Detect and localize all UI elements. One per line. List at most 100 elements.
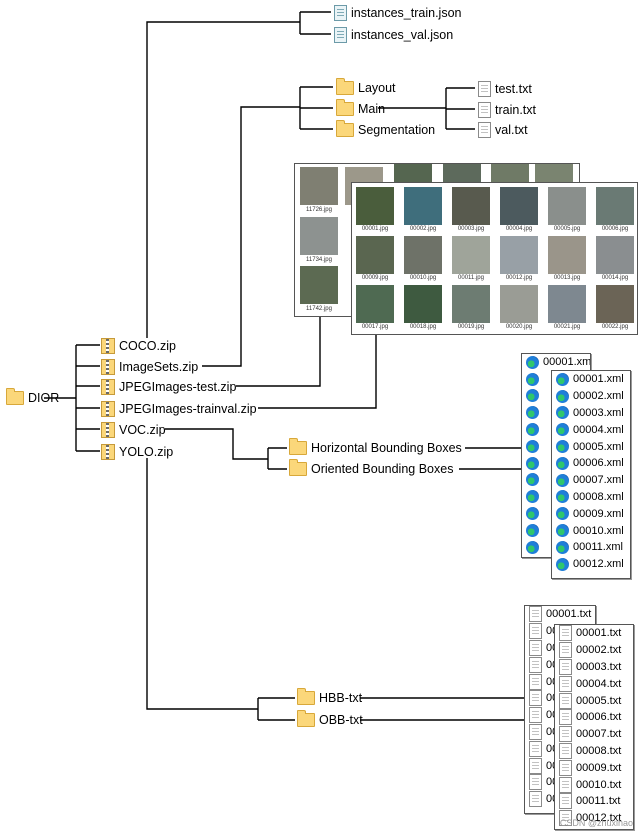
- image-thumbnail[interactable]: [443, 164, 481, 182]
- file-row[interactable]: [522, 371, 590, 388]
- image-thumbnail[interactable]: [596, 187, 634, 225]
- file-row[interactable]: [522, 522, 590, 539]
- node-label: test.txt: [495, 82, 532, 96]
- file-row[interactable]: 00010.xml: [552, 522, 630, 539]
- file-row[interactable]: 00002.xml: [552, 388, 630, 405]
- file-row[interactable]: 00007.xml: [552, 472, 630, 489]
- xml-file-icon: [526, 456, 539, 470]
- image-thumbnail[interactable]: [394, 164, 432, 182]
- image-thumbnail[interactable]: [535, 164, 573, 182]
- tree-node-hbb-txt[interactable]: HBB-txt: [297, 688, 362, 705]
- file-row[interactable]: 00009.txt: [555, 759, 633, 776]
- xml-file-icon: [556, 372, 569, 386]
- image-thumbnail[interactable]: [596, 236, 634, 274]
- image-thumbnail[interactable]: [548, 187, 586, 225]
- tree-node-jpegimages-trainval-zip[interactable]: JPEGImages-trainval.zip: [101, 401, 257, 417]
- xml-file-icon: [526, 355, 539, 369]
- tree-node-horizontal-bounding-boxes[interactable]: Horizontal Bounding Boxes: [289, 438, 462, 455]
- tree-node-test-txt[interactable]: test.txt: [478, 81, 532, 97]
- image-thumbnail[interactable]: [356, 285, 394, 323]
- file-row[interactable]: 00012.txt: [555, 810, 633, 827]
- image-thumbnail[interactable]: [596, 285, 634, 323]
- image-caption: 00013.jpg: [553, 275, 581, 281]
- file-row[interactable]: 00005.txt: [555, 692, 633, 709]
- image-thumbnail[interactable]: [500, 285, 538, 323]
- image-thumbnail[interactable]: [356, 236, 394, 274]
- file-label: 00002.xml: [573, 390, 624, 403]
- file-row[interactable]: 00001.xml: [522, 354, 590, 371]
- image-thumbnail[interactable]: [404, 187, 442, 225]
- tree-node-voc-zip[interactable]: VOC.zip: [101, 422, 166, 438]
- file-row[interactable]: 00010.txt: [555, 776, 633, 793]
- image-thumbnail[interactable]: [300, 167, 338, 205]
- file-row[interactable]: 00004.xml: [552, 421, 630, 438]
- image-thumbnail[interactable]: [300, 217, 338, 255]
- file-row[interactable]: 00006.txt: [555, 709, 633, 726]
- xml-file-icon: [526, 372, 539, 386]
- tree-node-train-txt[interactable]: train.txt: [478, 102, 536, 118]
- file-row[interactable]: [522, 505, 590, 522]
- file-row[interactable]: 00008.xml: [552, 489, 630, 506]
- file-row[interactable]: [522, 455, 590, 472]
- tree-node-coco-zip[interactable]: COCO.zip: [101, 338, 176, 354]
- tree-node-yolo-zip[interactable]: YOLO.zip: [101, 444, 173, 460]
- file-row[interactable]: 00012.xml: [552, 556, 630, 573]
- file-row[interactable]: [522, 404, 590, 421]
- tree-node-obb-txt[interactable]: OBB-txt: [297, 710, 363, 727]
- tree-node-layout[interactable]: Layout: [336, 78, 396, 95]
- tree-node-jpegimages-test-zip[interactable]: JPEGImages-test.zip: [101, 379, 236, 395]
- text-file-icon: [559, 625, 572, 642]
- file-row[interactable]: 00006.xml: [552, 455, 630, 472]
- file-row[interactable]: 00: [525, 707, 595, 724]
- image-thumbnail[interactable]: [500, 187, 538, 225]
- image-thumbnail[interactable]: [452, 285, 490, 323]
- file-row[interactable]: [522, 388, 590, 405]
- file-row[interactable]: 00003.xml: [552, 405, 630, 422]
- tree-node-dior[interactable]: DIOR: [6, 388, 59, 405]
- file-row[interactable]: [522, 472, 590, 489]
- image-thumbnail[interactable]: [500, 236, 538, 274]
- file-row[interactable]: 00001.txt: [555, 625, 633, 642]
- tree-node-instances-train-json[interactable]: instances_train.json: [334, 5, 461, 21]
- file-row[interactable]: [522, 438, 590, 455]
- tree-node-main[interactable]: Main: [336, 99, 385, 116]
- file-row[interactable]: 00002.txt: [555, 642, 633, 659]
- file-row[interactable]: 00011.xml: [552, 539, 630, 556]
- image-thumbnail[interactable]: [548, 285, 586, 323]
- file-row[interactable]: 00008.txt: [555, 742, 633, 760]
- file-row[interactable]: 00001.txt: [525, 606, 595, 623]
- file-label: 00010.txt: [576, 778, 622, 791]
- file-label: 00001.xml: [573, 373, 624, 386]
- tree-node-instances-val-json[interactable]: instances_val.json: [334, 27, 453, 43]
- image-thumbnail[interactable]: [548, 236, 586, 274]
- image-thumbnail[interactable]: [300, 266, 338, 304]
- image-thumbnail[interactable]: [356, 187, 394, 225]
- image-caption: 11742.jpg: [306, 306, 332, 312]
- file-row[interactable]: [522, 539, 590, 556]
- tree-node-imagesets-zip[interactable]: ImageSets.zip: [101, 359, 198, 375]
- file-row[interactable]: 00011.txt: [555, 793, 633, 810]
- image-thumbnail[interactable]: [404, 285, 442, 323]
- image-thumbnail[interactable]: [452, 236, 490, 274]
- tree-node-val-txt[interactable]: val.txt: [478, 122, 528, 138]
- file-row[interactable]: 00003.txt: [555, 658, 633, 676]
- file-row[interactable]: [522, 421, 590, 438]
- image-thumbnail[interactable]: [452, 187, 490, 225]
- file-row[interactable]: 00007.txt: [555, 726, 633, 743]
- file-label: 00005.xml: [573, 440, 624, 453]
- node-label: Segmentation: [358, 123, 436, 137]
- image-caption: 00002.jpg: [409, 226, 437, 232]
- file-row[interactable]: 00009.xml: [552, 505, 630, 522]
- file-row[interactable]: [522, 488, 590, 505]
- file-row[interactable]: 00005.xml: [552, 438, 630, 455]
- file-row[interactable]: 00004.txt: [555, 675, 633, 692]
- file-row[interactable]: 00001.xml: [552, 371, 630, 388]
- text-file-icon: [559, 776, 572, 793]
- xml-file-icon: [526, 389, 539, 403]
- tree-node-oriented-bounding-boxes[interactable]: Oriented Bounding Boxes: [289, 459, 453, 476]
- image-thumbnail[interactable]: [491, 164, 529, 182]
- tree-node-segmentation[interactable]: Segmentation: [336, 120, 436, 137]
- text-file-icon: [529, 690, 542, 707]
- image-thumbnail[interactable]: [404, 236, 442, 274]
